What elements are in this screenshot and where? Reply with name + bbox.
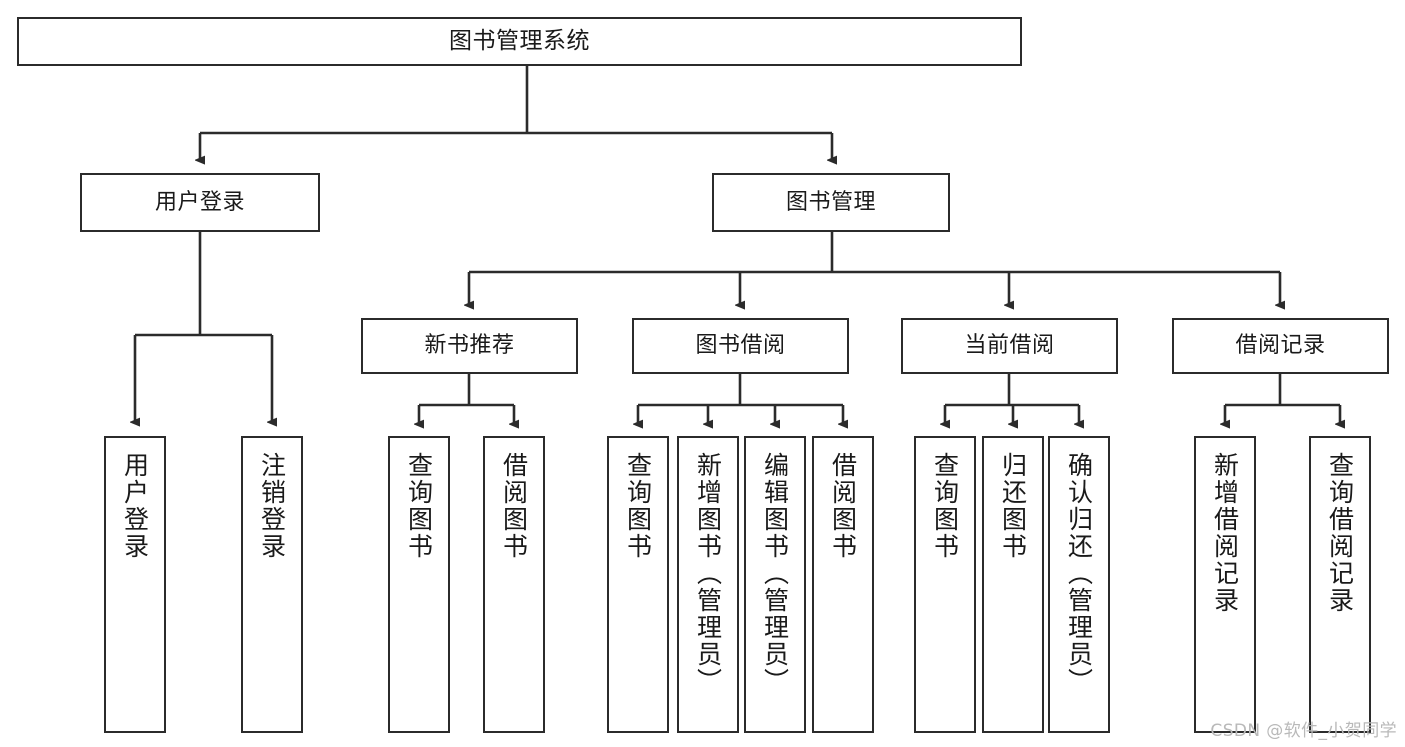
node-root-label: 图书管理系统 — [449, 27, 590, 54]
node-leaf-borrow-book-1[interactable]: 借阅图书 — [483, 436, 545, 733]
node-leaf-query-book-1-label: 查询图书 — [404, 452, 434, 560]
node-current-borrow[interactable]: 当前借阅 — [901, 318, 1118, 374]
node-leaf-edit-book-label: 编辑图书（管理员） — [760, 452, 790, 695]
node-leaf-confirm-return-label: 确认归还（管理员） — [1064, 452, 1094, 695]
node-leaf-confirm-return[interactable]: 确认归还（管理员） — [1048, 436, 1110, 733]
node-new-book-recommend-label: 新书推荐 — [424, 333, 515, 359]
node-leaf-logout[interactable]: 注销登录 — [241, 436, 303, 733]
node-leaf-query-book-2-label: 查询图书 — [623, 452, 653, 560]
node-leaf-borrow-book-2-label: 借阅图书 — [828, 452, 858, 560]
node-current-borrow-label: 当前借阅 — [964, 333, 1055, 359]
node-leaf-query-book-1[interactable]: 查询图书 — [388, 436, 450, 733]
node-root[interactable]: 图书管理系统 — [17, 17, 1022, 66]
node-leaf-add-record[interactable]: 新增借阅记录 — [1194, 436, 1256, 733]
node-leaf-query-book-3[interactable]: 查询图书 — [914, 436, 976, 733]
watermark-text: CSDN @软件_小贺同学 — [1210, 721, 1397, 741]
node-leaf-query-book-3-label: 查询图书 — [930, 452, 960, 560]
node-leaf-return-book-label: 归还图书 — [998, 452, 1028, 560]
node-leaf-borrow-book-1-label: 借阅图书 — [499, 452, 529, 560]
node-borrow-record-label: 借阅记录 — [1235, 333, 1326, 359]
node-leaf-query-record[interactable]: 查询借阅记录 — [1309, 436, 1371, 733]
node-leaf-add-book-label: 新增图书（管理员） — [693, 452, 723, 695]
node-leaf-query-book-2[interactable]: 查询图书 — [607, 436, 669, 733]
node-leaf-user-login[interactable]: 用户登录 — [104, 436, 166, 733]
node-new-book-recommend[interactable]: 新书推荐 — [361, 318, 578, 374]
node-user-login[interactable]: 用户登录 — [80, 173, 320, 232]
node-leaf-add-record-label: 新增借阅记录 — [1210, 452, 1240, 614]
node-leaf-query-record-label: 查询借阅记录 — [1325, 452, 1355, 614]
node-leaf-edit-book[interactable]: 编辑图书（管理员） — [744, 436, 806, 733]
node-leaf-return-book[interactable]: 归还图书 — [982, 436, 1044, 733]
node-leaf-add-book[interactable]: 新增图书（管理员） — [677, 436, 739, 733]
node-borrow-record[interactable]: 借阅记录 — [1172, 318, 1389, 374]
node-leaf-logout-label: 注销登录 — [257, 452, 287, 560]
node-book-management[interactable]: 图书管理 — [712, 173, 950, 232]
node-book-borrow-label: 图书借阅 — [695, 333, 786, 359]
node-book-management-label: 图书管理 — [785, 189, 876, 215]
node-user-login-label: 用户登录 — [154, 189, 245, 215]
node-leaf-borrow-book-2[interactable]: 借阅图书 — [812, 436, 874, 733]
node-leaf-user-login-label: 用户登录 — [120, 452, 150, 560]
node-book-borrow[interactable]: 图书借阅 — [632, 318, 849, 374]
